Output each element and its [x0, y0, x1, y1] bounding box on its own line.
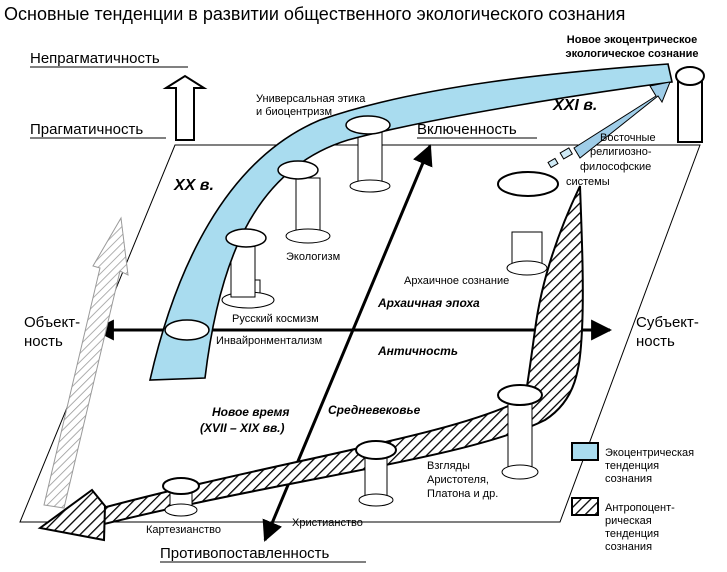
label-eastern-2: религиозно- [590, 146, 652, 158]
node-universal-ethics [345, 115, 391, 135]
legend-ecocentric-3: сознания [605, 473, 652, 485]
legend-anthropocentric-4: сознания [605, 541, 652, 553]
pillar-cosmism [230, 244, 256, 298]
label-christianity: Христианство [292, 517, 363, 529]
label-xx-century: XX в. [173, 177, 214, 194]
label-russian-cosmism: Русский космизм [232, 313, 319, 325]
vertical-axis-bottom-label: Прагматичность [30, 121, 143, 138]
node-cartesianism [162, 477, 200, 495]
pillar-new-consciousness [675, 66, 705, 143]
legend-anthropocentric-3: тенденция [605, 528, 659, 540]
label-archaic-era: Архаичная эпоха [377, 296, 480, 310]
legend-anthropocentric-2: рическая [605, 515, 652, 527]
label-views-3: Платона и др. [427, 488, 498, 500]
vertical-axis-arrow [162, 74, 208, 141]
node-christianity [355, 440, 397, 460]
label-universal-ethics-1: Универсальная этика [256, 93, 366, 105]
label-modern-1: Новое время [212, 405, 289, 419]
label-universal-ethics-2: и биоцентризм [256, 106, 332, 118]
horizontal-axis-left-label-1: Объект- [24, 314, 80, 331]
node-archaic-top [497, 171, 559, 197]
xxi-arrow [547, 81, 671, 169]
pillar-christianity [358, 449, 394, 507]
label-environmentalism: Инвайронментализм [216, 335, 322, 347]
legend-ecocentric-1: Экоцентрическая [605, 447, 694, 459]
label-middle-ages: Средневековье [328, 403, 421, 417]
diagram-title: Основные тенденции в развитии общественн… [4, 4, 625, 24]
pillar-universal-ethics [349, 127, 391, 193]
label-ecologism: Экологизм [286, 251, 340, 263]
ecocentric-band [148, 63, 673, 381]
label-archaic-consciousness: Архаичное сознание [404, 275, 509, 287]
horizontal-axis-right-label-2: ность [636, 333, 675, 350]
label-eastern-4: системы [566, 176, 610, 188]
pillar-aristotle [501, 399, 539, 480]
faded-trend-arrow [43, 216, 129, 509]
vertical-axis-top-label: Непрагматичность [30, 50, 160, 67]
label-views-2: Аристотеля, [427, 474, 489, 486]
node-aristotle [497, 384, 543, 406]
anthropocentric-arrowhead [37, 488, 107, 542]
label-xxi-century: XXI в. [552, 97, 597, 114]
horizontal-axis-right-label-1: Субъект- [636, 314, 699, 331]
new-consciousness-label-2: экологическое сознание [566, 48, 699, 60]
horizontal-axis-left-label-2: ность [24, 333, 63, 350]
node-environmentalism [164, 319, 210, 341]
new-consciousness-label-1: Новое экоцентрическое [567, 34, 697, 46]
label-views-1: Взгляды [427, 460, 470, 472]
label-modern-2: (XVII – XIX вв.) [200, 421, 285, 435]
legend-ecocentric-swatch [571, 442, 599, 461]
pillar-archaic [506, 231, 548, 276]
diagonal-axis-bottom-label: Противопоставленность [160, 545, 330, 562]
label-eastern-3: философские [580, 161, 651, 173]
label-eastern-1: Восточные [600, 132, 656, 144]
label-cartesianism: Картезианство [146, 524, 221, 536]
legend: Экоцентрическая тенденция сознания Антро… [571, 442, 694, 553]
node-cosmism [225, 228, 267, 248]
label-antiquity: Античность [377, 344, 458, 358]
legend-ecocentric-2: тенденция [605, 460, 659, 472]
legend-anthropocentric-1: Антропоцент- [605, 502, 675, 514]
legend-anthropocentric-swatch [571, 497, 599, 516]
diagonal-axis-top-label: Включенность [417, 121, 517, 138]
node-ecologism [277, 160, 319, 180]
pillar-ecologism [285, 177, 331, 244]
